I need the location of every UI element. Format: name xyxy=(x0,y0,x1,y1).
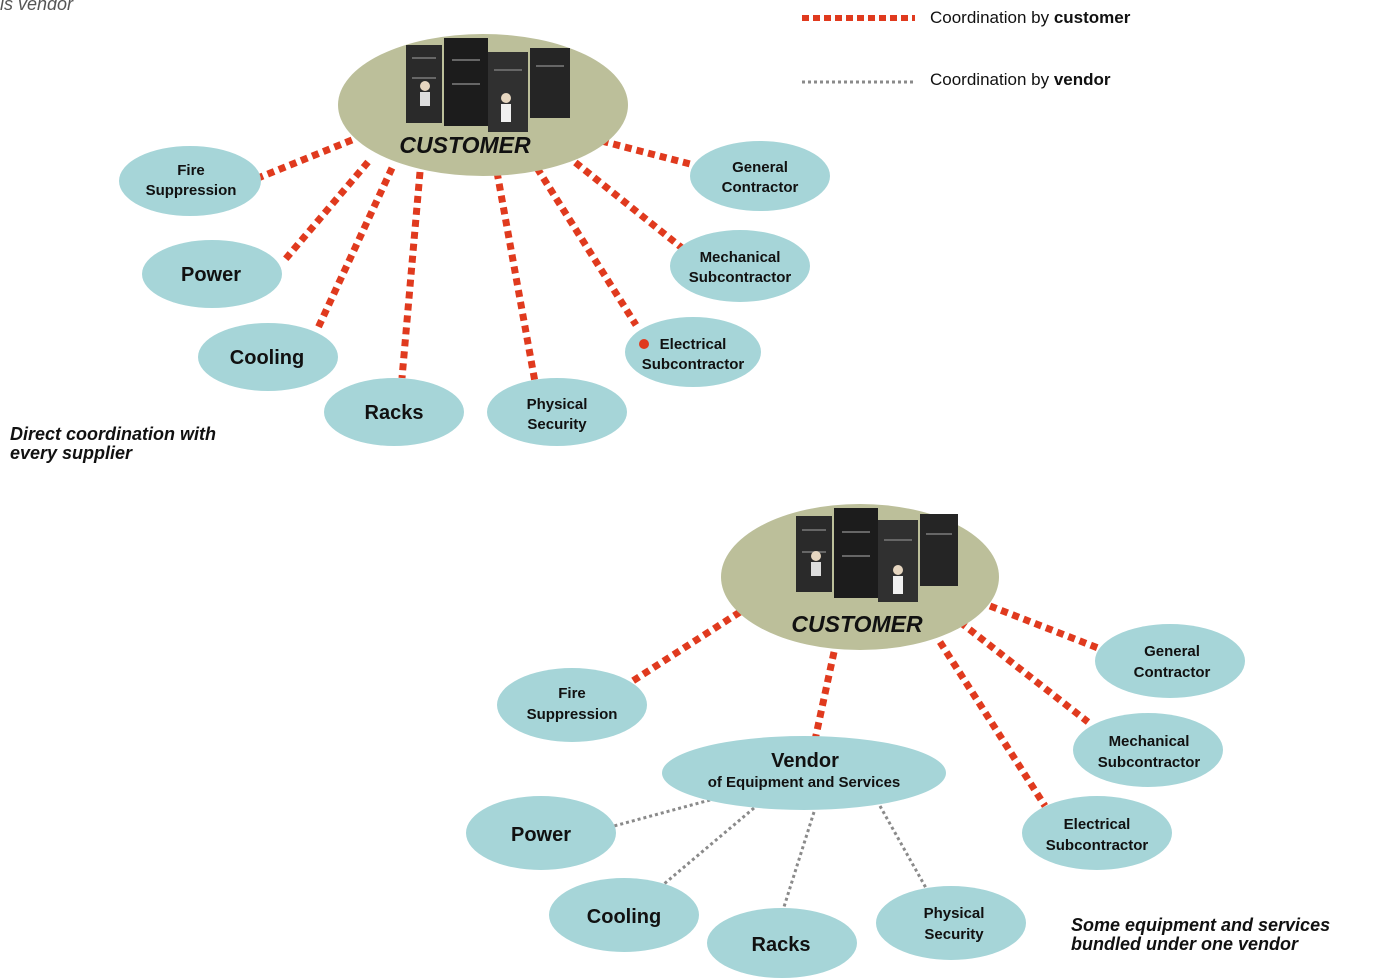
supplier-node-physical-security: Physical Security xyxy=(487,378,627,446)
legend-vendor-label: Coordination by vendor xyxy=(930,70,1111,90)
node-label-line: Electrical xyxy=(660,336,727,353)
edge-vendor-physical xyxy=(878,805,928,889)
vendor-title: Vendor xyxy=(771,750,839,772)
supplier-node-physical-security: Physical Security xyxy=(876,886,1026,960)
supplier-node-general-contractor: General Contractor xyxy=(1095,624,1245,698)
node-label-line: Power xyxy=(181,264,241,286)
supplier-node-cooling: Cooling xyxy=(198,323,338,391)
node-label-line: Contractor xyxy=(1134,664,1211,681)
caption-direct-coordination: Direct coordination with every supplier xyxy=(10,425,216,463)
node-label-line: General xyxy=(1144,643,1200,660)
legend-prefix: Coordination by xyxy=(930,70,1054,89)
node-label-line: Electrical xyxy=(1064,816,1131,833)
customer-label: CUSTOMER xyxy=(399,132,531,158)
supplier-node-fire-suppression: Fire Suppression xyxy=(497,668,647,742)
node-label-line: Mechanical xyxy=(700,249,781,266)
supplier-node-fire-suppression: Fire Suppression xyxy=(119,146,261,216)
node-label-line: Physical xyxy=(924,905,985,922)
legend-customer-label: Coordination by customer xyxy=(930,8,1130,28)
edge-vendor-racks xyxy=(781,811,816,911)
data-center-icon xyxy=(796,508,958,602)
edge-vendor-power xyxy=(613,798,711,828)
supplier-node-power: Power xyxy=(142,240,282,308)
vendor-subtitle: of Equipment and Services xyxy=(708,774,901,791)
legend-prefix: Coordination by xyxy=(930,8,1054,27)
node-label-line: Physical xyxy=(527,396,588,413)
customer-label: CUSTOMER xyxy=(791,611,923,637)
marker-dot xyxy=(639,339,649,349)
node-label-line: Power xyxy=(511,824,571,846)
caption-bundled-vendor: Some equipment and services bundled unde… xyxy=(1071,916,1330,954)
node-label-line: Security xyxy=(924,926,984,943)
edge-customer-vendor xyxy=(811,651,838,741)
node-label-line: General xyxy=(732,159,788,176)
vendor-node: Vendor of Equipment and Services xyxy=(662,736,946,810)
clipped-heading-fragment: is vendor xyxy=(0,0,74,14)
top-diagram: CUSTOMER Fire Suppression Power Cooling … xyxy=(119,34,830,446)
supplier-node-racks: Racks xyxy=(707,908,857,978)
edge-customer-general xyxy=(988,602,1100,652)
node-label-line: Cooling xyxy=(230,347,304,369)
node-label-line: Subcontractor xyxy=(642,356,745,373)
edge-customer-physical xyxy=(493,171,539,383)
supplier-node-mechanical-subcontractor: Mechanical Subcontractor xyxy=(1073,713,1223,787)
node-label-line: Subcontractor xyxy=(1098,754,1201,771)
edge-customer-racks xyxy=(398,171,424,379)
node-label-line: Racks xyxy=(752,934,811,956)
edge-customer-cooling xyxy=(314,166,396,330)
node-label-line: Fire xyxy=(558,685,586,702)
edge-customer-fire xyxy=(626,609,742,687)
legend-bold: vendor xyxy=(1053,70,1111,89)
edge-customer-power xyxy=(280,159,371,265)
edge-customer-electrical xyxy=(534,166,639,327)
edge-customer-fire xyxy=(256,136,354,182)
edge-customer-mechanical xyxy=(563,152,685,251)
node-label-line: Suppression xyxy=(527,706,618,723)
supplier-node-racks: Racks xyxy=(324,378,464,446)
supplier-node-cooling: Cooling xyxy=(549,878,699,952)
legend-bold: customer xyxy=(1053,8,1131,27)
node-label-line: Subcontractor xyxy=(689,269,792,286)
supplier-node-power: Power xyxy=(466,796,616,870)
supplier-node-mechanical-subcontractor: Mechanical Subcontractor xyxy=(670,230,810,302)
edge-customer-electrical xyxy=(937,640,1048,808)
node-label-line: Cooling xyxy=(587,906,661,928)
edge-customer-mechanical xyxy=(957,619,1091,725)
node-label-line: Racks xyxy=(365,402,424,424)
caption-line: Some equipment and services xyxy=(1071,915,1331,935)
bottom-diagram: CUSTOMER Vendor of Equipment and Service… xyxy=(466,504,1245,978)
node-label-line: Contractor xyxy=(722,179,799,196)
node-label-line: Security xyxy=(527,416,587,433)
edge-customer-general xyxy=(589,134,691,168)
edge-vendor-cooling xyxy=(663,806,755,886)
caption-line: bundled under one vendor xyxy=(1071,934,1299,954)
node-label-line: Mechanical xyxy=(1109,733,1190,750)
node-label-line: Suppression xyxy=(146,182,237,199)
node-label-line: Fire xyxy=(177,162,205,179)
supplier-node-electrical-subcontractor: Electrical Subcontractor xyxy=(625,317,761,387)
data-center-icon xyxy=(406,38,570,132)
supplier-node-electrical-subcontractor: Electrical Subcontractor xyxy=(1022,796,1172,870)
supplier-node-general-contractor: General Contractor xyxy=(690,141,830,211)
caption-line: Direct coordination with xyxy=(10,424,217,444)
node-label-line: Subcontractor xyxy=(1046,837,1149,854)
caption-line: every supplier xyxy=(10,443,133,463)
